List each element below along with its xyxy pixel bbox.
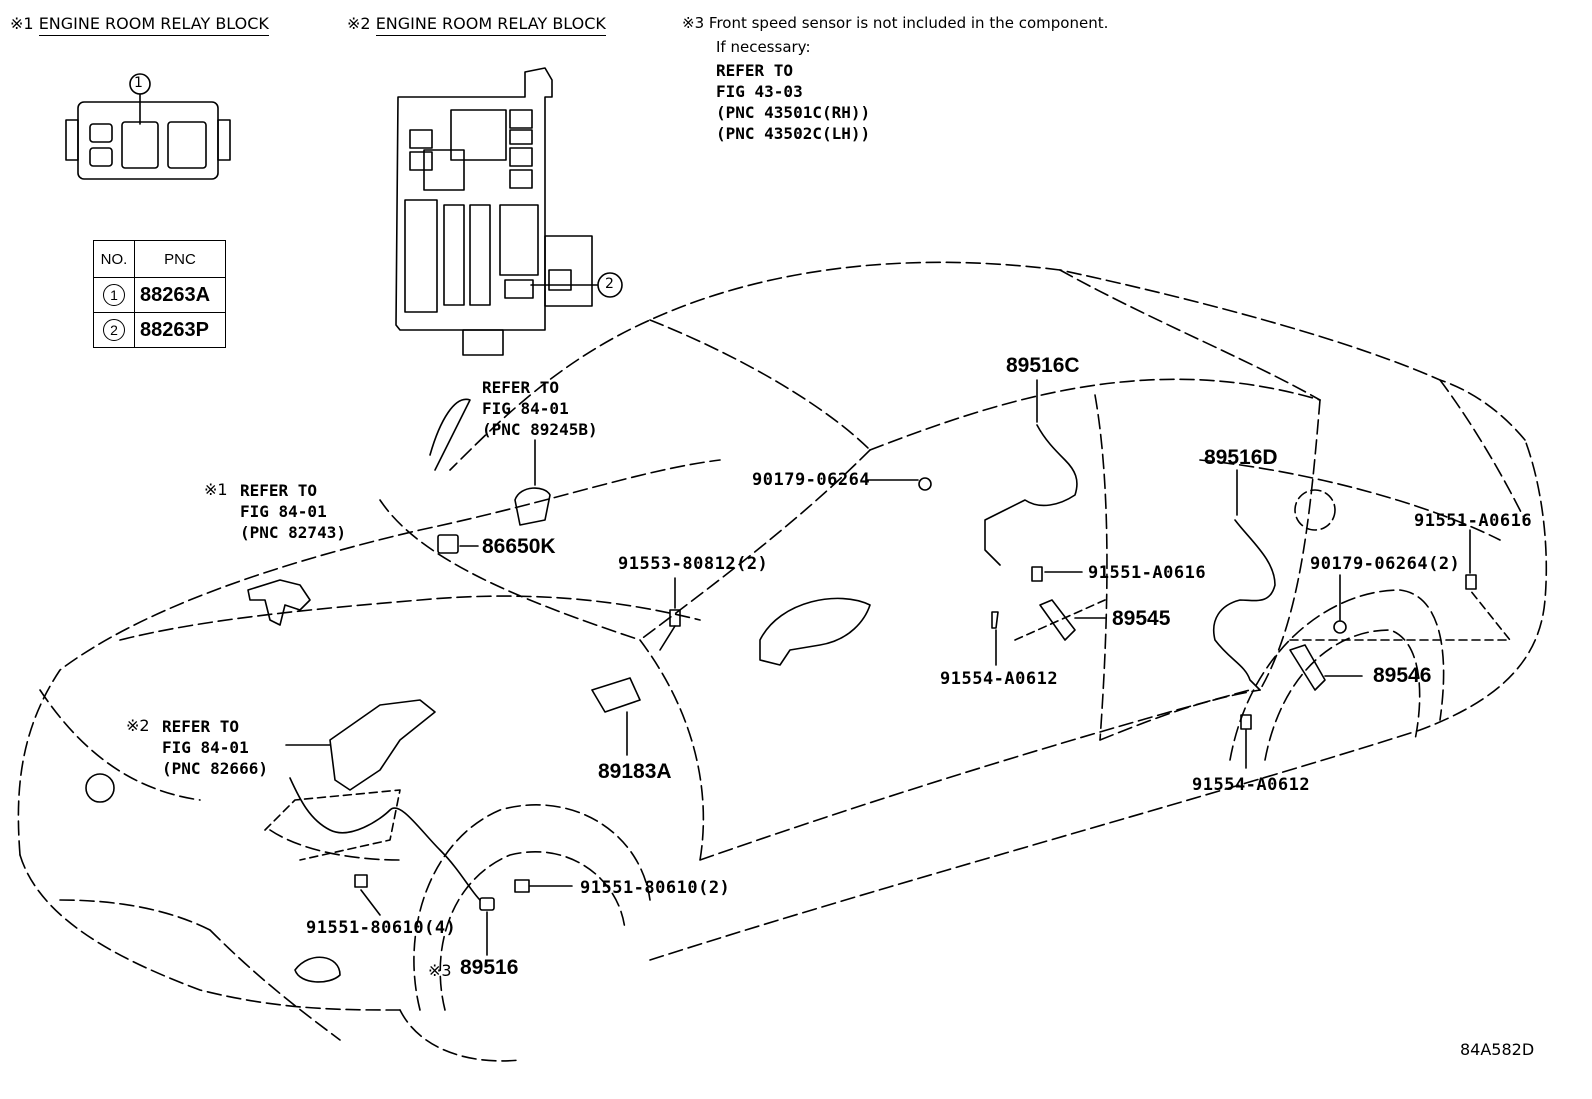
part-90179-06264-a: 90179-06264 xyxy=(752,470,871,490)
row-number: 2 xyxy=(103,319,125,341)
part-90179-06264-b: 90179-06264(2) xyxy=(1310,554,1461,574)
part-91551-80610-a: 91551-80610(2) xyxy=(580,878,731,898)
part-89516C: 89516C xyxy=(1006,354,1080,377)
part-89183A: 89183A xyxy=(598,760,672,783)
row-pnc: 88263A xyxy=(134,277,226,313)
part-89546: 89546 xyxy=(1373,664,1432,687)
part-91554-A0612-b: 91554-A0612 xyxy=(1192,775,1311,795)
component-sketches xyxy=(247,379,1477,956)
note-1: ※1 ENGINE ROOM RELAY BLOCK xyxy=(10,14,269,36)
part-91551-A0616-a: 91551-A0616 xyxy=(1088,563,1207,583)
ref-82743-mark: ※1 xyxy=(204,480,228,499)
part-91551-80610-b: 91551-80610(4) xyxy=(306,918,457,938)
pnc-table-header-pnc: PNC xyxy=(134,240,226,278)
part-91554-A0612-a: 91554-A0612 xyxy=(940,669,1059,689)
figure-id: 84A582D xyxy=(1460,1040,1535,1059)
table-row: 2 88263P xyxy=(93,312,226,348)
ref-89245b: REFER TO FIG 84-01 (PNC 89245B) xyxy=(482,378,598,439)
ref-82743: REFER TO FIG 84-01 (PNC 82743) xyxy=(240,481,346,542)
note-3-reference: REFER TO FIG 43-03 (PNC 43501C(RH)) (PNC… xyxy=(716,61,871,143)
note-1-mark: ※1 xyxy=(10,14,34,33)
note-2-mark: ※2 xyxy=(347,14,371,33)
part-89516-mark: ※3 xyxy=(428,961,452,980)
car-outline-drawing xyxy=(17,261,1548,1062)
table-row: 1 88263A xyxy=(93,277,226,313)
part-86650K: 86650K xyxy=(482,535,556,558)
note-2: ※2 ENGINE ROOM RELAY BLOCK xyxy=(347,14,606,36)
part-91551-A0616-b: 91551-A0616 xyxy=(1414,511,1533,531)
part-91553-80812: 91553-80812(2) xyxy=(618,554,769,574)
part-89545: 89545 xyxy=(1112,607,1171,630)
ref-82666-mark: ※2 xyxy=(126,716,150,735)
callout-1: 1 xyxy=(134,75,143,91)
relay-block-2-drawing xyxy=(395,67,623,356)
pnc-table-header-no: NO. xyxy=(93,240,135,278)
part-89516D: 89516D xyxy=(1204,446,1278,469)
wheel-arcs-drawing xyxy=(413,589,1445,1011)
note-3-mark: ※3 xyxy=(682,14,705,32)
row-pnc: 88263P xyxy=(134,312,226,348)
note-1-title: ENGINE ROOM RELAY BLOCK xyxy=(38,14,269,36)
note-2-title: ENGINE ROOM RELAY BLOCK xyxy=(375,14,606,36)
relay-block-1-drawing xyxy=(65,73,231,180)
part-89516: 89516 xyxy=(460,956,519,979)
note-3-text: Front speed sensor is not included in th… xyxy=(708,14,1109,32)
note-3: ※3 Front speed sensor is not included in… xyxy=(682,14,1108,32)
pnc-table: NO. PNC 1 88263A 2 88263P xyxy=(93,240,226,348)
row-number: 1 xyxy=(103,284,125,306)
callout-2: 2 xyxy=(605,276,614,292)
note-3-sub: If necessary: xyxy=(716,38,811,56)
ref-82666: REFER TO FIG 84-01 (PNC 82666) xyxy=(162,717,268,778)
